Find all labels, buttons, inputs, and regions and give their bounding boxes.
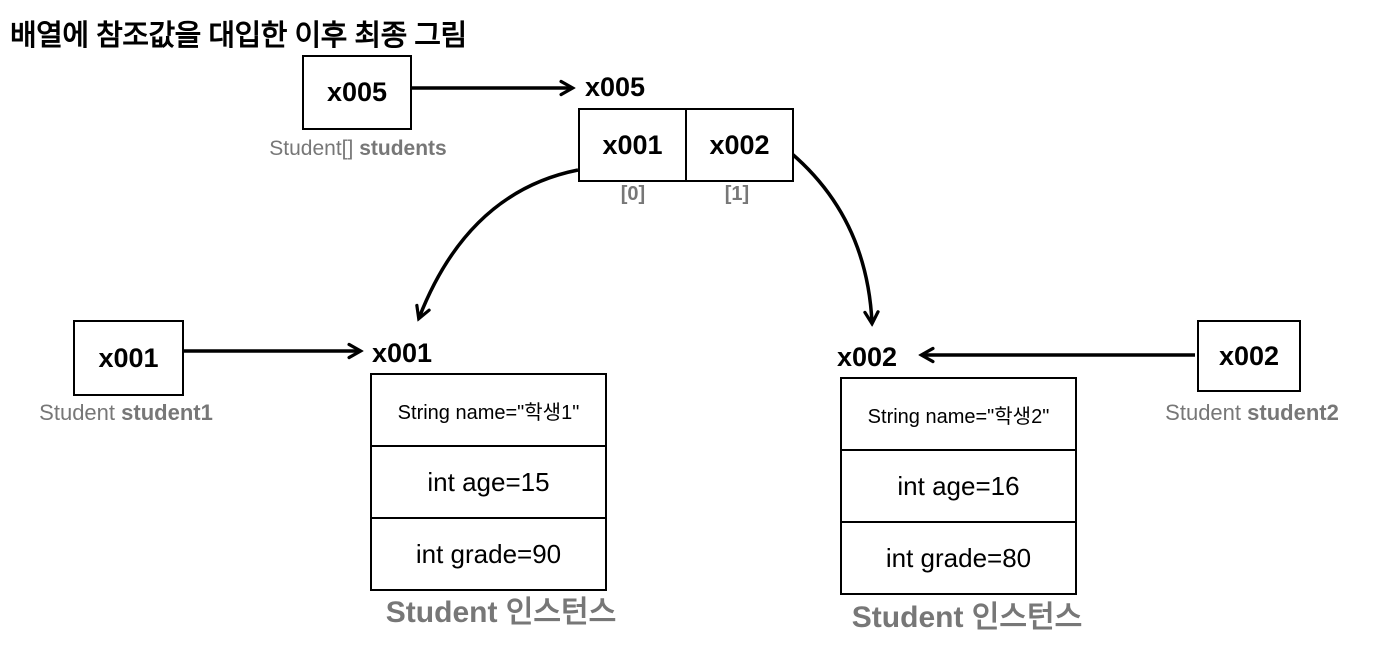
student2-instance-caption: Student 인스턴스	[851, 601, 1083, 634]
students-array-variable-box: x005	[302, 55, 412, 130]
student2-variable-label: Student student2	[1155, 400, 1349, 426]
student1-variable-value: x001	[98, 342, 159, 373]
array-cell-0: x001	[602, 129, 663, 160]
array-cell1-to-student2-arrow	[789, 151, 872, 323]
array-cell-1: x002	[685, 110, 792, 180]
student1-instance-caption: Student 인스턴스	[385, 596, 617, 629]
student1-age-field: int age=15	[372, 445, 605, 517]
student2-type-text: Student	[1165, 400, 1242, 425]
student2-name-text: student2	[1247, 400, 1339, 425]
student1-variable-box: x001	[73, 320, 184, 396]
student2-grade-field: int grade=80	[842, 521, 1075, 593]
students-array-variable-label: Student[] students	[253, 137, 463, 161]
student1-variable-label: Student student1	[28, 400, 224, 426]
students-array-type-text: Student[]	[269, 137, 354, 160]
student2-object-title: x002	[837, 342, 898, 372]
student2-variable-box: x002	[1197, 320, 1301, 392]
array-object-box: x001 x002	[578, 108, 794, 182]
array-object-title: x005	[585, 72, 646, 102]
array-cell0-to-student1-arrow	[419, 168, 579, 318]
students-array-name-text: students	[359, 137, 447, 160]
student2-object-box: String name="학생2" int age=16 int grade=8…	[840, 377, 1077, 595]
student2-variable-value: x002	[1218, 340, 1280, 371]
student1-object-title: x001	[372, 338, 433, 368]
array-index-1-label: [1]	[724, 183, 750, 205]
student2-name-field: String name="학생2"	[867, 405, 1050, 428]
students-array-variable-value: x005	[326, 77, 388, 107]
array-index-0-label: [0]	[620, 183, 646, 205]
page-title: 배열에 참조값을 대입한 이후 최종 그림	[10, 20, 467, 52]
student1-name-text: student1	[121, 400, 213, 425]
student1-object-box: String name="학생1" int age=15 int grade=9…	[370, 373, 607, 591]
student2-age-field: int age=16	[842, 449, 1075, 521]
student1-name-field: String name="학생1"	[397, 401, 580, 424]
student1-type-text: Student	[39, 400, 116, 425]
student1-grade-field: int grade=90	[372, 517, 605, 589]
